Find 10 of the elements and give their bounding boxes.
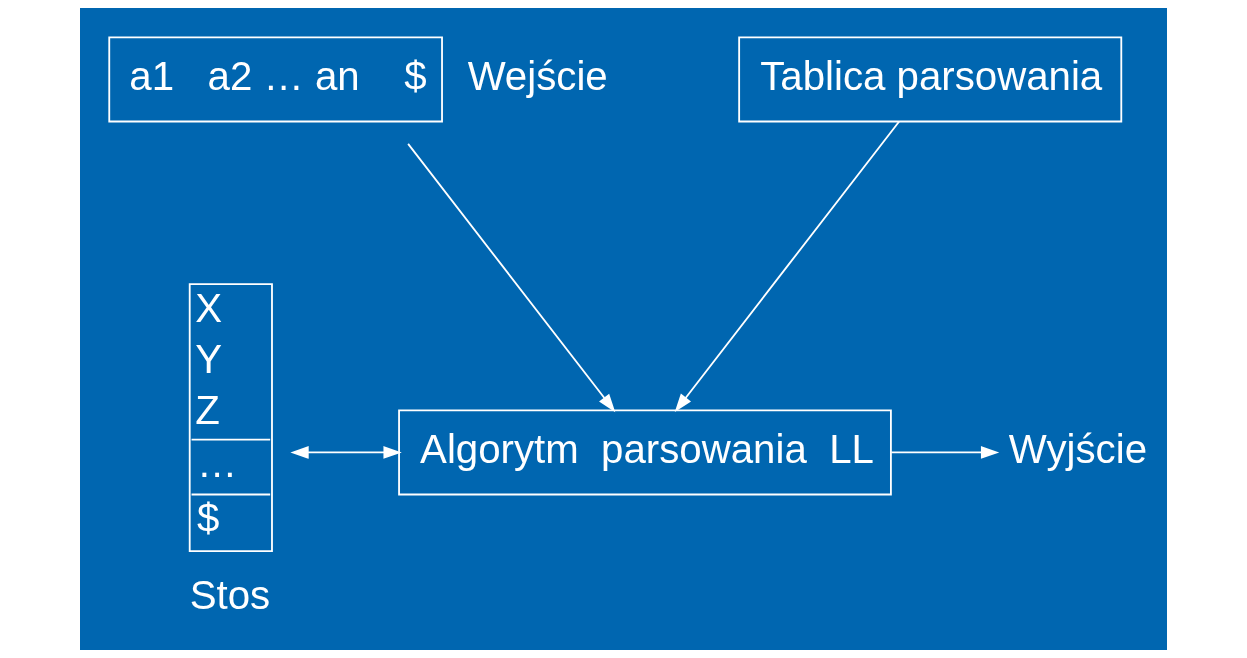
arrow (407, 143, 616, 413)
node-box: Tablica parsowania (738, 36, 1123, 123)
arrow (674, 120, 901, 413)
arrow (890, 446, 1000, 459)
node-label: Stos (189, 572, 271, 618)
node-label: Wejście (467, 53, 608, 99)
node-box: a1 a2 … an $ (108, 36, 443, 123)
node-box: Algorytm parsowania LL (398, 409, 892, 496)
node-text: Wyjście (1008, 426, 1148, 472)
arrow (290, 446, 402, 459)
